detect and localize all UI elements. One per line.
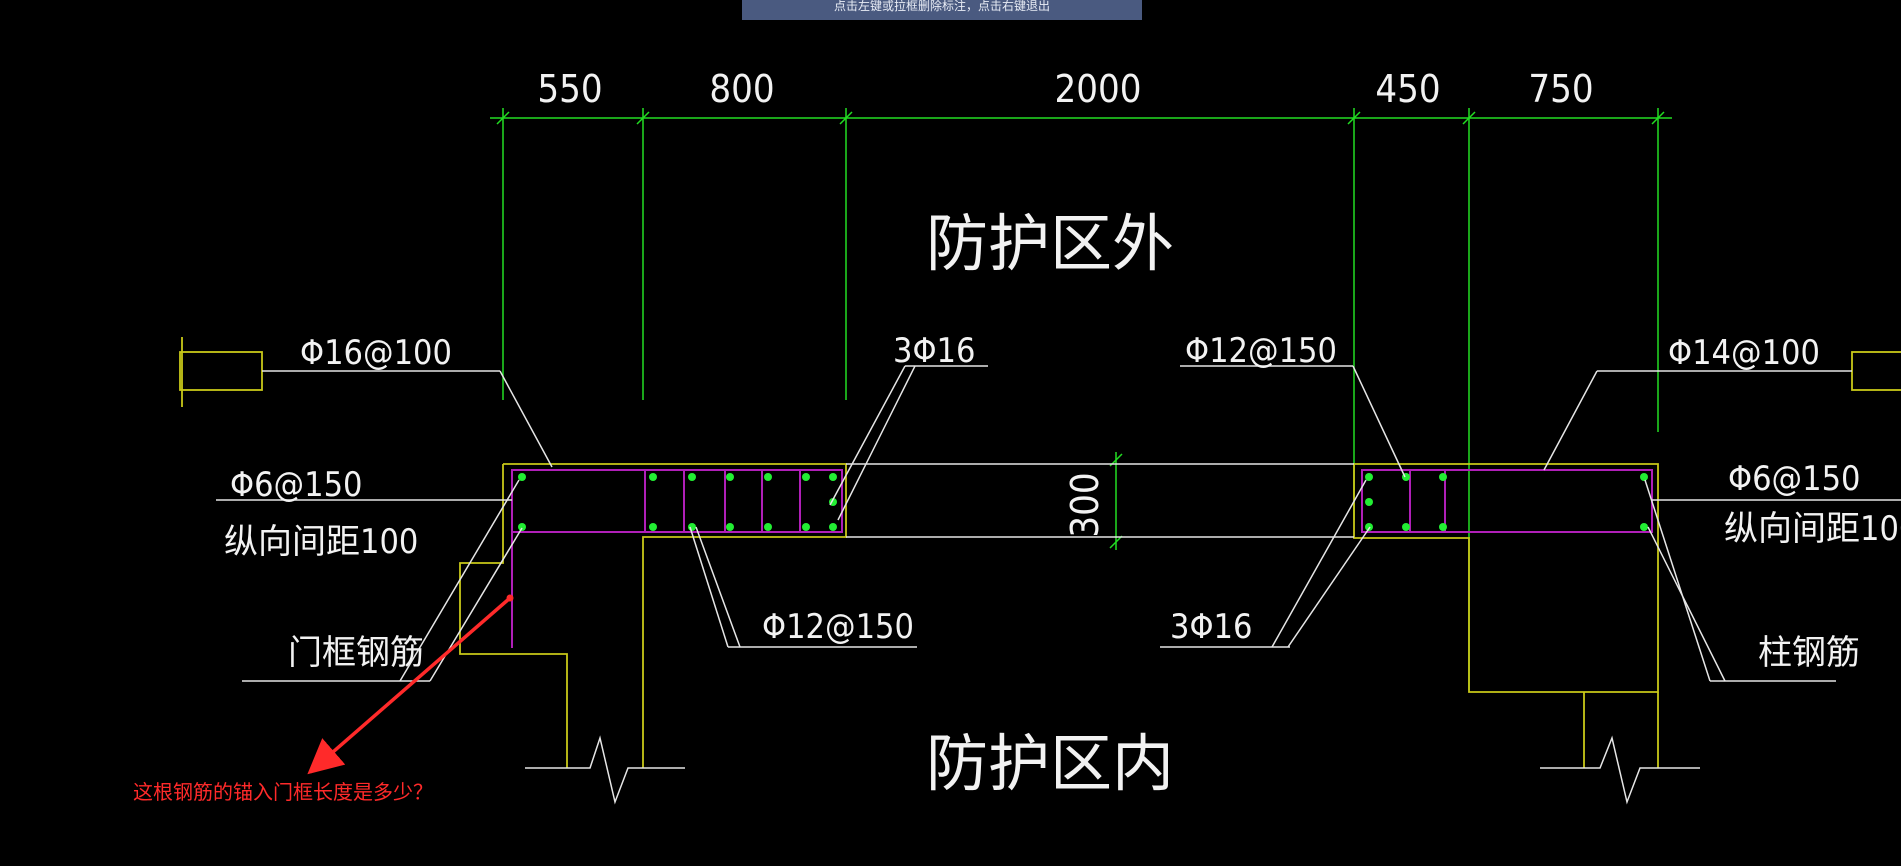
label-3phi16-bottom: 3Φ16 xyxy=(1170,607,1252,647)
annotation-question: 这根钢筋的锚入门框长度是多少？ xyxy=(133,780,433,804)
structure-outline xyxy=(179,337,1901,768)
status-tooltip: 点击左键或拉框删除标注，点击右键退出 xyxy=(742,0,1142,20)
annotation-arrow xyxy=(307,596,512,775)
label-phi6-150-left: Φ6@150 xyxy=(230,465,363,505)
zone-inside-label: 防护区内 xyxy=(926,727,1174,800)
dimension-800: 800 xyxy=(709,67,774,111)
label-phi14-100: Φ14@100 xyxy=(1668,333,1820,373)
dimension-550: 550 xyxy=(537,67,602,111)
label-door-frame-rebar: 门框钢筋 xyxy=(288,633,424,673)
dimension-chain xyxy=(490,108,1672,690)
zone-outside-label: 防护区外 xyxy=(926,207,1174,280)
dimension-300: 300 xyxy=(1063,472,1107,537)
label-phi12-150-top: Φ12@150 xyxy=(1185,331,1337,371)
leader-lines xyxy=(216,365,1901,682)
label-column-rebar: 柱钢筋 xyxy=(1758,633,1860,673)
label-phi12-150-bottom: Φ12@150 xyxy=(762,607,914,647)
dimension-2000: 2000 xyxy=(1055,67,1142,111)
label-phi16-100: Φ16@100 xyxy=(300,333,452,373)
label-phi6-150-right: Φ6@150 xyxy=(1728,459,1861,499)
stirrups xyxy=(511,469,1653,648)
dimension-450: 450 xyxy=(1375,67,1440,111)
label-spacing-left: 纵向间距100 xyxy=(224,522,418,562)
dimension-750: 750 xyxy=(1528,67,1593,111)
break-lines xyxy=(525,735,1700,805)
rebar-dots xyxy=(518,473,1648,531)
label-3phi16-top: 3Φ16 xyxy=(893,331,975,371)
label-spacing-right: 纵向间距100 xyxy=(1724,509,1901,549)
annotation-arrow-origin xyxy=(506,594,514,602)
